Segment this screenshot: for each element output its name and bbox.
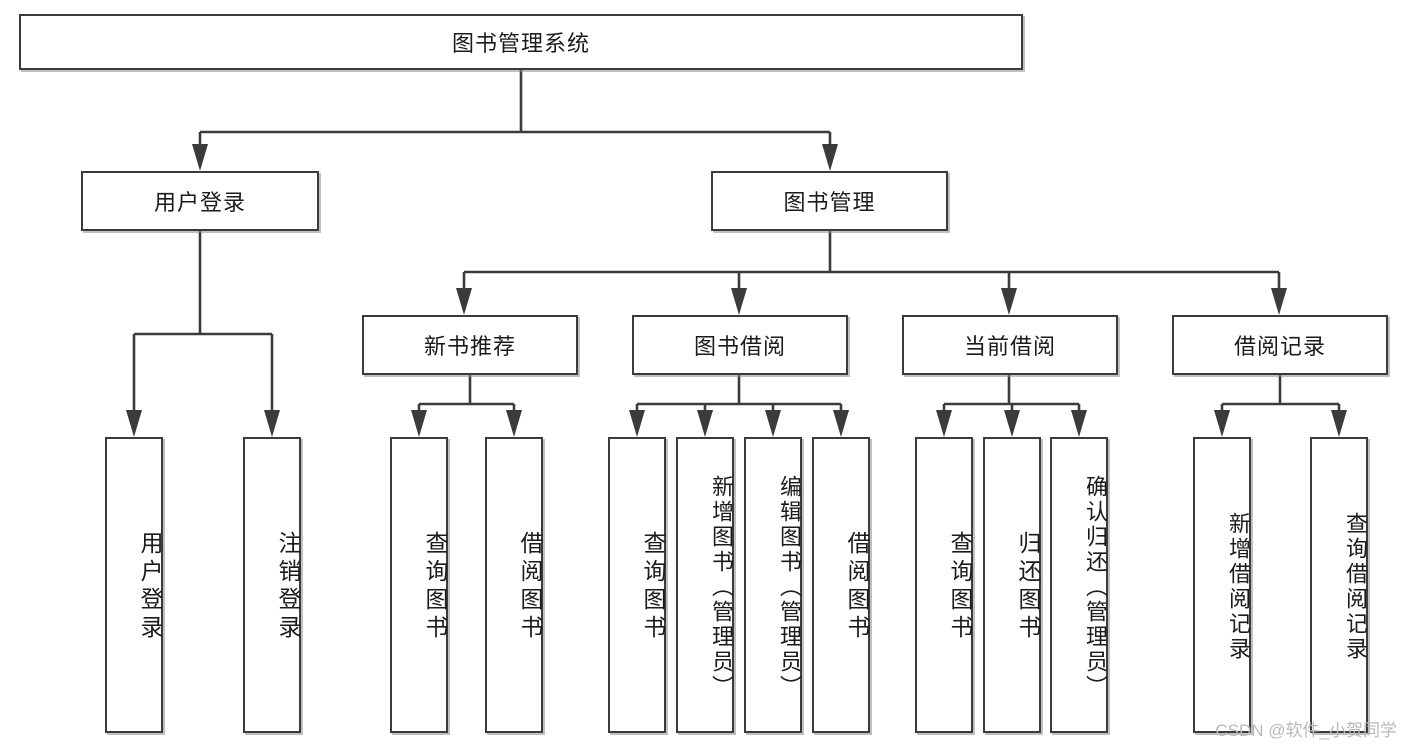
node-label: 注销登录 <box>275 531 301 643</box>
node-label: 借阅记录 <box>1233 334 1326 359</box>
node-borrow-record[interactable]: 借阅记录 <box>1172 315 1388 375</box>
csdn-watermark: CSDN @软件_小贺同学 <box>1215 721 1397 740</box>
node-label: 查询图书 <box>422 531 448 643</box>
node-label: 借阅图书 <box>517 531 543 643</box>
arrow-bm-to-new-book <box>456 288 472 315</box>
leaf-new-book-borrow-book[interactable]: 借阅图书 <box>485 437 543 733</box>
arrow-root-to-book-manage <box>822 144 838 171</box>
arrow-cb-l2 <box>1004 410 1020 437</box>
node-label: 用户登录 <box>153 190 246 215</box>
leaf-borrow-record-add-record[interactable]: 新增借阅记录 <box>1193 437 1251 733</box>
arrow-bm-to-borrow-record <box>1271 288 1287 315</box>
leaf-new-book-query-book[interactable]: 查询图书 <box>390 437 448 733</box>
arrow-bb-l1 <box>629 410 645 437</box>
node-label: 新书推荐 <box>423 334 516 359</box>
leaf-book-borrow-query-book[interactable]: 查询图书 <box>608 437 666 733</box>
arrow-new-book-l2 <box>506 410 522 437</box>
arrow-user-login-left <box>126 410 142 437</box>
node-user-login[interactable]: 用户登录 <box>81 171 319 231</box>
leaf-user-login-login[interactable]: 用户登录 <box>105 437 163 733</box>
node-root-book-management-system[interactable]: 图书管理系统 <box>19 14 1023 70</box>
node-label: 确认归还（管理员） <box>1083 474 1108 700</box>
node-label: 图书借阅 <box>693 334 786 359</box>
arrow-bb-l3 <box>765 410 781 437</box>
leaf-book-borrow-borrow-book[interactable]: 借阅图书 <box>812 437 870 733</box>
arrow-bb-l4 <box>833 410 849 437</box>
arrow-cb-l1 <box>936 410 952 437</box>
leaf-current-borrow-confirm-return-admin[interactable]: 确认归还（管理员） <box>1050 437 1108 733</box>
leaf-book-borrow-add-book-admin[interactable]: 新增图书（管理员） <box>676 437 734 733</box>
node-label: 查询图书 <box>640 531 666 643</box>
arrow-bb-l2 <box>697 410 713 437</box>
arrow-bm-to-book-borrow <box>731 288 747 315</box>
arrow-br-l2 <box>1331 410 1347 437</box>
node-label: 新增借阅记录 <box>1226 512 1251 662</box>
arrow-new-book-l1 <box>411 410 427 437</box>
arrow-cb-l3 <box>1071 410 1087 437</box>
node-new-book-recommend[interactable]: 新书推荐 <box>362 315 578 375</box>
node-label: 用户登录 <box>137 531 163 643</box>
node-label: 新增图书（管理员） <box>709 474 734 700</box>
node-label: 当前借阅 <box>963 334 1056 359</box>
arrow-br-l1 <box>1214 410 1230 437</box>
node-label: 图书管理 <box>783 190 876 215</box>
arrow-root-to-user-login <box>192 144 208 171</box>
node-current-borrow[interactable]: 当前借阅 <box>902 315 1118 375</box>
arrow-bm-to-current-borrow <box>1001 288 1017 315</box>
leaf-borrow-record-query-record[interactable]: 查询借阅记录 <box>1310 437 1368 733</box>
node-label: 借阅图书 <box>844 531 870 643</box>
leaf-current-borrow-query-book[interactable]: 查询图书 <box>915 437 973 733</box>
node-label: 查询借阅记录 <box>1343 512 1368 662</box>
leaf-current-borrow-return-book[interactable]: 归还图书 <box>983 437 1041 733</box>
node-label: 归还图书 <box>1015 531 1041 643</box>
node-label: 编辑图书（管理员） <box>777 474 802 700</box>
arrow-user-login-right <box>264 410 280 437</box>
node-book-management[interactable]: 图书管理 <box>711 171 948 231</box>
leaf-user-login-logout[interactable]: 注销登录 <box>243 437 301 733</box>
leaf-book-borrow-edit-book-admin[interactable]: 编辑图书（管理员） <box>744 437 802 733</box>
node-label: 查询图书 <box>947 531 973 643</box>
node-label: 图书管理系统 <box>451 31 590 56</box>
node-book-borrow[interactable]: 图书借阅 <box>632 315 848 375</box>
